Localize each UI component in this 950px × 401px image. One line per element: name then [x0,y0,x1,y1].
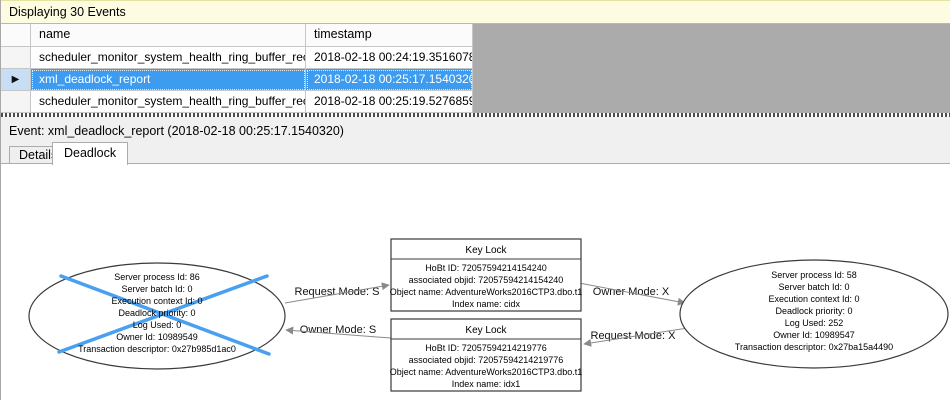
event-detail-panel: Event: xml_deadlock_report (2018-02-18 0… [1,117,950,400]
svg-text:associated objid: 720575942142: associated objid: 72057594214219776 [409,355,564,365]
svg-text:associated objid: 720575942141: associated objid: 72057594214154240 [409,275,564,285]
column-header-name[interactable]: name [31,24,306,47]
svg-text:Owner Id: 10989549: Owner Id: 10989549 [116,332,198,342]
events-count-label: Displaying 30 Events [9,5,126,19]
svg-text:Request Mode: S: Request Mode: S [295,286,380,298]
cell-name[interactable]: scheduler_monitor_system_health_ring_buf… [31,91,306,113]
svg-text:Owner Id: 10989547: Owner Id: 10989547 [773,330,855,340]
column-header-timestamp[interactable]: timestamp [306,24,473,47]
resource-node-keylock-cidx[interactable]: Key Lock HoBt ID: 72057594214154240 asso… [390,238,582,312]
grid-empty-area [473,24,950,114]
svg-text:Object name: AdventureWorks201: Object name: AdventureWorks2016CTP3.dbo.… [390,287,582,297]
svg-text:Key Lock: Key Lock [465,325,507,336]
svg-text:Server batch Id: 0: Server batch Id: 0 [778,282,849,292]
resource-node-keylock-idx1[interactable]: Key Lock HoBt ID: 72057594214219776 asso… [390,318,582,392]
row-header-cell[interactable]: ▶ [1,69,31,91]
grid-corner-cell [1,24,31,47]
process-node-victim[interactable]: Server process Id: 86 Server batch Id: 0… [28,262,286,370]
events-grid: name timestamp scheduler_monitor_system_… [1,24,950,114]
edge-owner-s: Owner Mode: S [285,324,392,339]
cell-timestamp[interactable]: 2018-02-18 00:25:19.5276859 [306,91,473,113]
svg-text:Execution context Id: 0: Execution context Id: 0 [111,296,202,306]
svg-text:Server process Id: 58: Server process Id: 58 [771,270,857,280]
svg-text:Deadlock priority: 0: Deadlock priority: 0 [775,306,852,316]
svg-text:HoBt ID: 72057594214154240: HoBt ID: 72057594214154240 [425,263,547,273]
selected-event-label: Event: xml_deadlock_report (2018-02-18 0… [9,124,344,138]
svg-text:Index name: idx1: Index name: idx1 [452,379,521,389]
row-header-cell[interactable] [1,91,31,113]
horizontal-splitter[interactable] [1,113,950,117]
table-row[interactable]: scheduler_monitor_system_health_ring_buf… [1,47,473,69]
cell-timestamp[interactable]: 2018-02-18 00:24:19.3516078 [306,47,473,69]
svg-text:Deadlock priority: 0: Deadlock priority: 0 [118,308,195,318]
grid-header-row: name timestamp [1,24,473,47]
svg-text:Log Used: 0: Log Used: 0 [133,320,182,330]
edge-request-s: Request Mode: S [284,282,390,304]
events-count-bar: Displaying 30 Events [1,0,950,24]
row-header-cell[interactable] [1,47,31,69]
edge-owner-x: Owner Mode: X [578,282,686,306]
deadlock-graph: Request Mode: S Owner Mode: S Owner Mode… [28,238,949,392]
cell-name[interactable]: xml_deadlock_report [31,69,306,91]
cell-name[interactable]: scheduler_monitor_system_health_ring_buf… [31,47,306,69]
svg-text:Execution context Id: 0: Execution context Id: 0 [768,294,859,304]
svg-text:Log Used: 252: Log Used: 252 [785,318,844,328]
svg-text:Object name: AdventureWorks201: Object name: AdventureWorks2016CTP3.dbo.… [390,367,582,377]
edge-request-x: Request Mode: X [583,327,689,347]
process-node[interactable]: Server process Id: 58 Server batch Id: 0… [679,259,949,369]
svg-text:Key Lock: Key Lock [465,245,507,256]
deadlock-graph-canvas: Request Mode: S Owner Mode: S Owner Mode… [1,163,950,400]
table-row-selected[interactable]: ▶ xml_deadlock_report 2018-02-18 00:25:1… [1,69,473,91]
table-row[interactable]: scheduler_monitor_system_health_ring_buf… [1,91,473,113]
svg-text:HoBt ID: 72057594214219776: HoBt ID: 72057594214219776 [425,343,547,353]
svg-text:Server batch Id: 0: Server batch Id: 0 [121,284,192,294]
svg-text:Transaction descriptor: 0x27b9: Transaction descriptor: 0x27b985d1ac0 [78,344,236,354]
victim-cross-icon [57,274,269,354]
svg-text:Transaction descriptor: 0x27ba: Transaction descriptor: 0x27ba15a4490 [735,342,893,352]
current-row-arrow-icon: ▶ [11,74,20,85]
svg-text:Index name: cidx: Index name: cidx [452,299,521,309]
tab-deadlock[interactable]: Deadlock [52,142,129,165]
svg-text:Server process Id: 86: Server process Id: 86 [114,272,200,282]
cell-timestamp[interactable]: 2018-02-18 00:25:17.1540320 [306,69,473,91]
